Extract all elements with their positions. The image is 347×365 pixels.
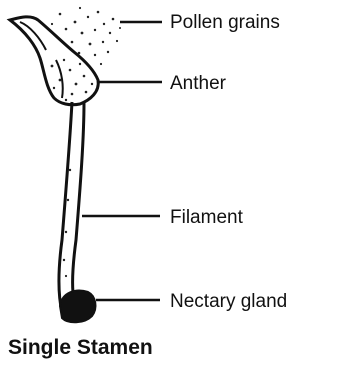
nectary-gland-label: Nectary gland [170,291,287,312]
filament [59,102,84,312]
pollen-grains-label: Pollen grains [170,12,280,33]
nectary-gland [60,291,95,323]
anther-label: Anther [170,73,227,94]
anther [10,17,98,105]
diagram-caption: Single Stamen [8,336,153,359]
filament-label: Filament [170,207,244,228]
